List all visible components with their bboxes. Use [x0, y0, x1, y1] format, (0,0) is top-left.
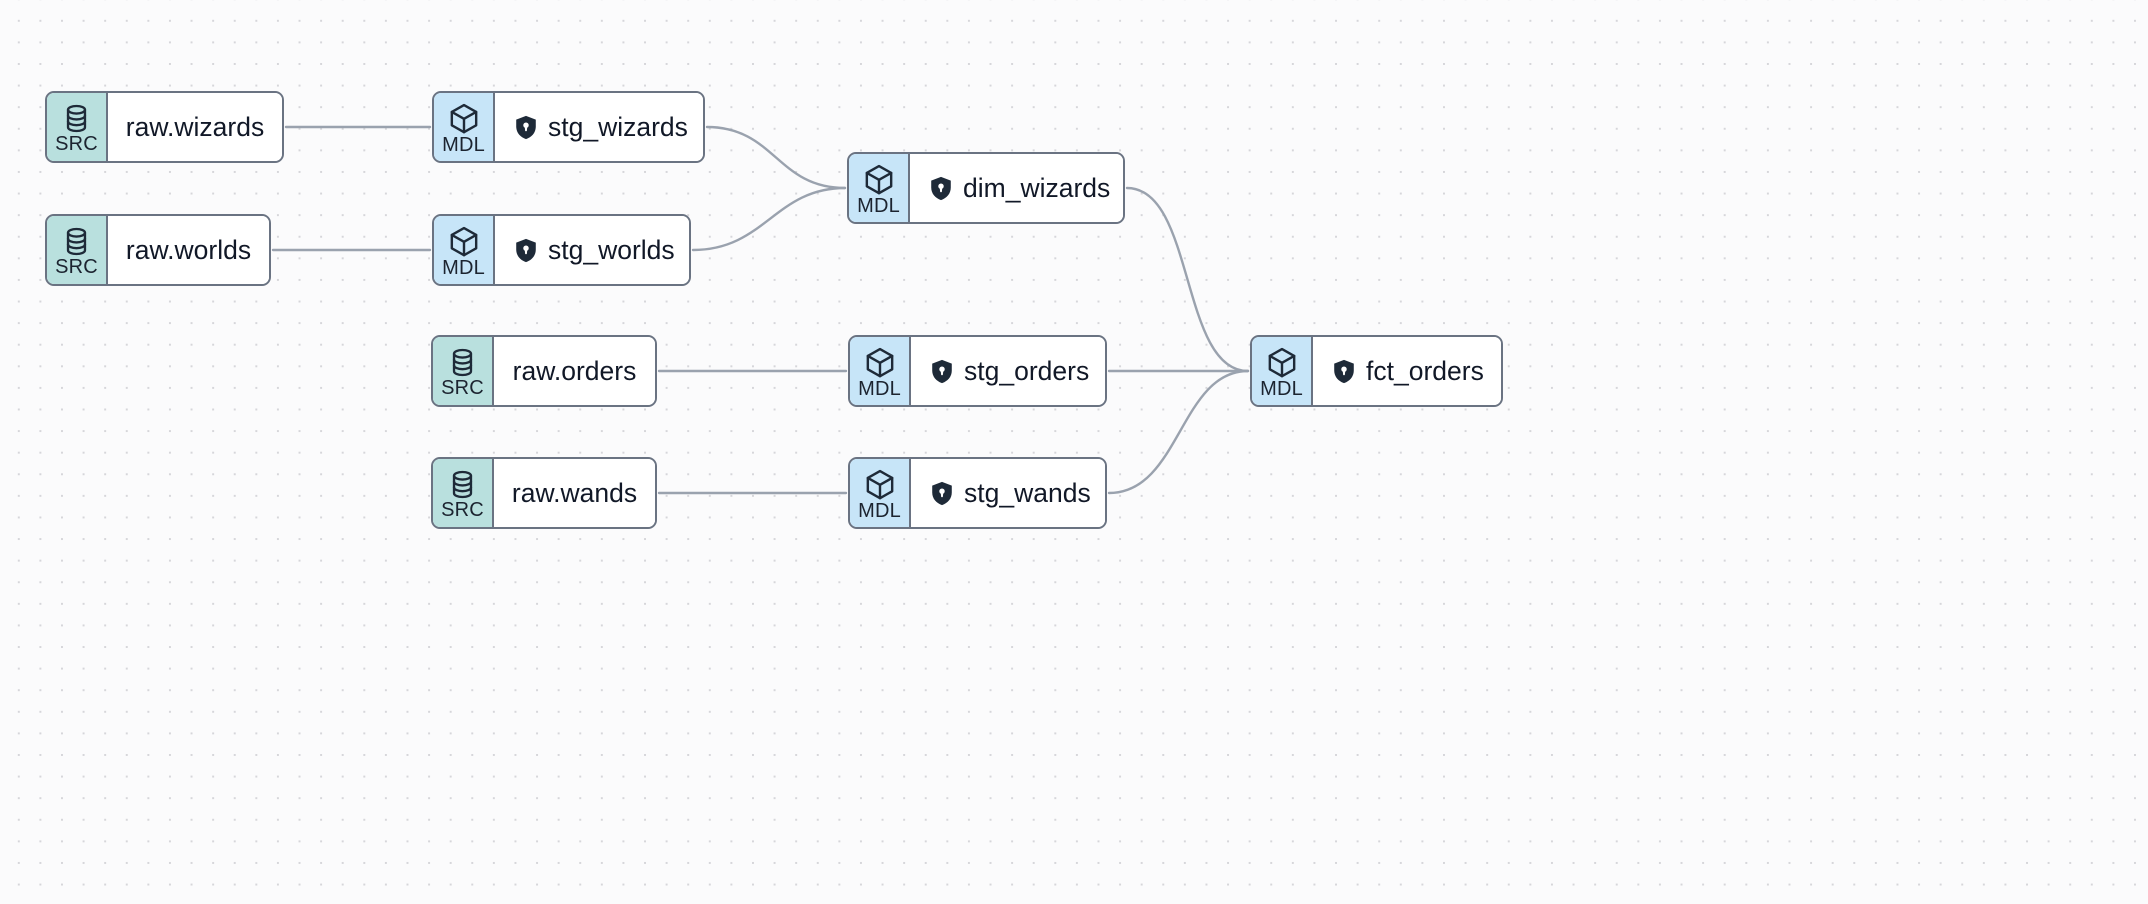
shield-lock-icon: [1333, 359, 1355, 384]
node-label: stg_orders: [964, 355, 1090, 386]
shield-lock-icon: [931, 359, 953, 384]
node-type-badge-model: MDL: [850, 459, 911, 527]
edge-dim_wizards-to-fct_orders: [1125, 186, 1250, 373]
node-body: stg_wizards: [495, 93, 703, 161]
shield-lock-icon: [931, 481, 953, 506]
node-body: raw.orders: [494, 337, 655, 405]
cube-icon: [864, 164, 894, 195]
node-type-badge-source: SRC: [433, 459, 494, 527]
node-type-badge-model: MDL: [850, 337, 911, 405]
badge-label: MDL: [858, 499, 901, 522]
badge-label: MDL: [442, 256, 485, 279]
node-label: raw.orders: [512, 355, 637, 386]
node-type-badge-model: MDL: [849, 154, 910, 222]
badge-label: SRC: [441, 376, 484, 399]
edge-stg_worlds-to-dim_wizards: [691, 186, 847, 252]
node-body: raw.wands: [494, 459, 655, 527]
node-raw_orders[interactable]: SRC raw.orders: [431, 335, 657, 407]
node-body: stg_worlds: [495, 216, 689, 284]
node-raw_worlds[interactable]: SRC raw.worlds: [45, 214, 271, 286]
badge-label: MDL: [857, 194, 900, 217]
shield-lock-icon: [515, 238, 537, 263]
node-label: fct_orders: [1366, 355, 1484, 386]
badge-label: MDL: [858, 377, 901, 400]
node-label: dim_wizards: [963, 172, 1111, 203]
edge-stg_wands-to-fct_orders: [1107, 369, 1250, 495]
node-type-badge-model: MDL: [434, 93, 495, 161]
node-type-badge-source: SRC: [47, 216, 108, 284]
badge-label: MDL: [1260, 377, 1303, 400]
node-label: stg_worlds: [548, 234, 675, 265]
node-type-badge-source: SRC: [47, 93, 108, 161]
node-label: stg_wands: [964, 477, 1091, 508]
shield-lock-icon: [515, 115, 537, 140]
cube-icon: [1267, 347, 1297, 378]
badge-label: SRC: [55, 132, 98, 155]
node-label: stg_wizards: [548, 111, 688, 142]
node-raw_wizards[interactable]: SRC raw.wizards: [45, 91, 284, 163]
node-type-badge-model: MDL: [1252, 337, 1313, 405]
cube-icon: [449, 103, 479, 134]
node-body: stg_wands: [911, 459, 1105, 527]
node-body: stg_orders: [911, 337, 1105, 405]
node-body: dim_wizards: [910, 154, 1123, 222]
database-icon: [449, 348, 476, 377]
node-stg_wands[interactable]: MDL stg_wands: [848, 457, 1107, 529]
cube-icon: [449, 226, 479, 257]
database-icon: [63, 227, 90, 256]
badge-label: SRC: [441, 498, 484, 521]
badge-label: SRC: [55, 255, 98, 278]
edge-stg_wizards-to-dim_wizards: [705, 125, 847, 190]
node-fct_orders[interactable]: MDL fct_orders: [1250, 335, 1503, 407]
node-stg_wizards[interactable]: MDL stg_wizards: [432, 91, 705, 163]
database-icon: [63, 104, 90, 133]
node-body: raw.worlds: [108, 216, 269, 284]
node-label: raw.wands: [511, 477, 638, 508]
node-type-badge-source: SRC: [433, 337, 494, 405]
cube-icon: [865, 469, 895, 500]
shield-lock-icon: [930, 176, 952, 201]
node-raw_wands[interactable]: SRC raw.wands: [431, 457, 657, 529]
database-icon: [449, 470, 476, 499]
node-stg_orders[interactable]: MDL stg_orders: [848, 335, 1107, 407]
cube-icon: [865, 347, 895, 378]
node-type-badge-model: MDL: [434, 216, 495, 284]
node-dim_wizards[interactable]: MDL dim_wizards: [847, 152, 1125, 224]
node-stg_worlds[interactable]: MDL stg_worlds: [432, 214, 691, 286]
node-body: raw.wizards: [108, 93, 282, 161]
node-label: raw.wizards: [125, 111, 265, 142]
node-body: fct_orders: [1313, 337, 1501, 405]
badge-label: MDL: [442, 133, 485, 156]
node-label: raw.worlds: [125, 234, 252, 265]
